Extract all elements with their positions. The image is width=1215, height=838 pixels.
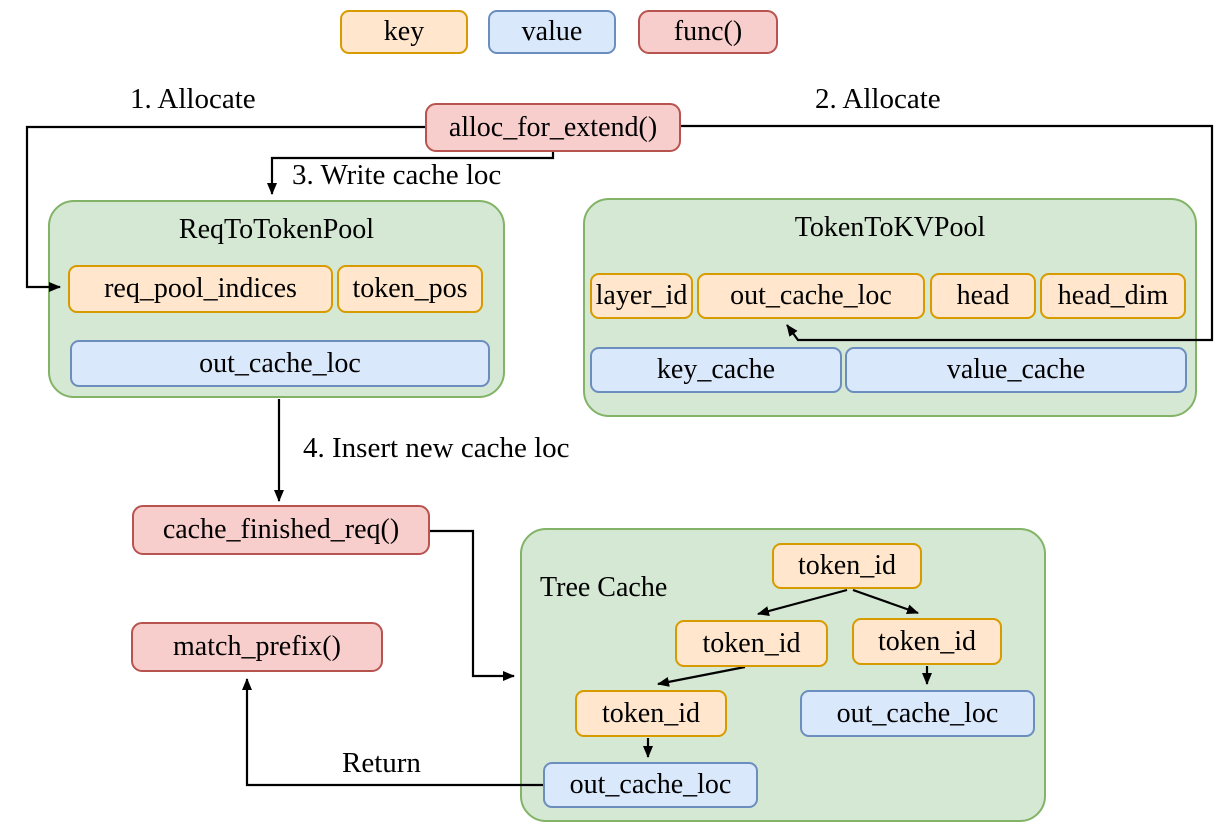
head-field: head [930,273,1036,319]
return-label: Return [342,747,421,779]
allocate1-label: 1. Allocate [130,83,256,115]
legend-key-swatch: key [340,10,468,54]
match-prefix-node: match_prefix() [131,622,383,672]
tree-cache-title: Tree Cache [540,572,668,603]
token-to-kv-pool-title: TokenToKVPool [794,212,986,243]
edge-cache-finished-to-tree-arrow [430,529,515,681]
req-pool-out-cache-loc-field: out_cache_loc [70,340,490,387]
write-cache-loc-label: 3. Write cache loc [292,159,502,191]
kv-out-cache-loc-field: out_cache_loc [697,273,925,319]
allocate2-label: 2. Allocate [815,83,941,115]
head-dim-field: head_dim [1040,273,1186,319]
tree-right-child-token-id-node: token_id [852,618,1002,665]
alloc-for-extend-node: alloc_for_extend() [425,103,681,152]
tree-root-token-id-node: token_id [772,543,922,589]
legend-value-swatch: value [488,10,616,54]
key-cache-field: key_cache [590,347,842,393]
layer-id-field: layer_id [590,273,693,319]
tree-bottom-out-cache-loc-node: out_cache_loc [543,762,758,808]
tree-grandchild-token-id-node: token_id [575,690,727,737]
tree-left-child-token-id-node: token_id [675,620,828,667]
tree-right-out-cache-loc-node: out_cache_loc [800,690,1035,737]
req-to-token-pool-title: ReqToTokenPool [178,214,375,245]
value-cache-field: value_cache [845,347,1187,393]
cache-finished-req-node: cache_finished_req() [132,505,430,555]
req-pool-indices-field: req_pool_indices [68,265,333,313]
insert-new-cache-loc-label: 4. Insert new cache loc [303,432,570,464]
legend-func-swatch: func() [638,10,778,54]
token-pos-field: token_pos [337,265,483,313]
